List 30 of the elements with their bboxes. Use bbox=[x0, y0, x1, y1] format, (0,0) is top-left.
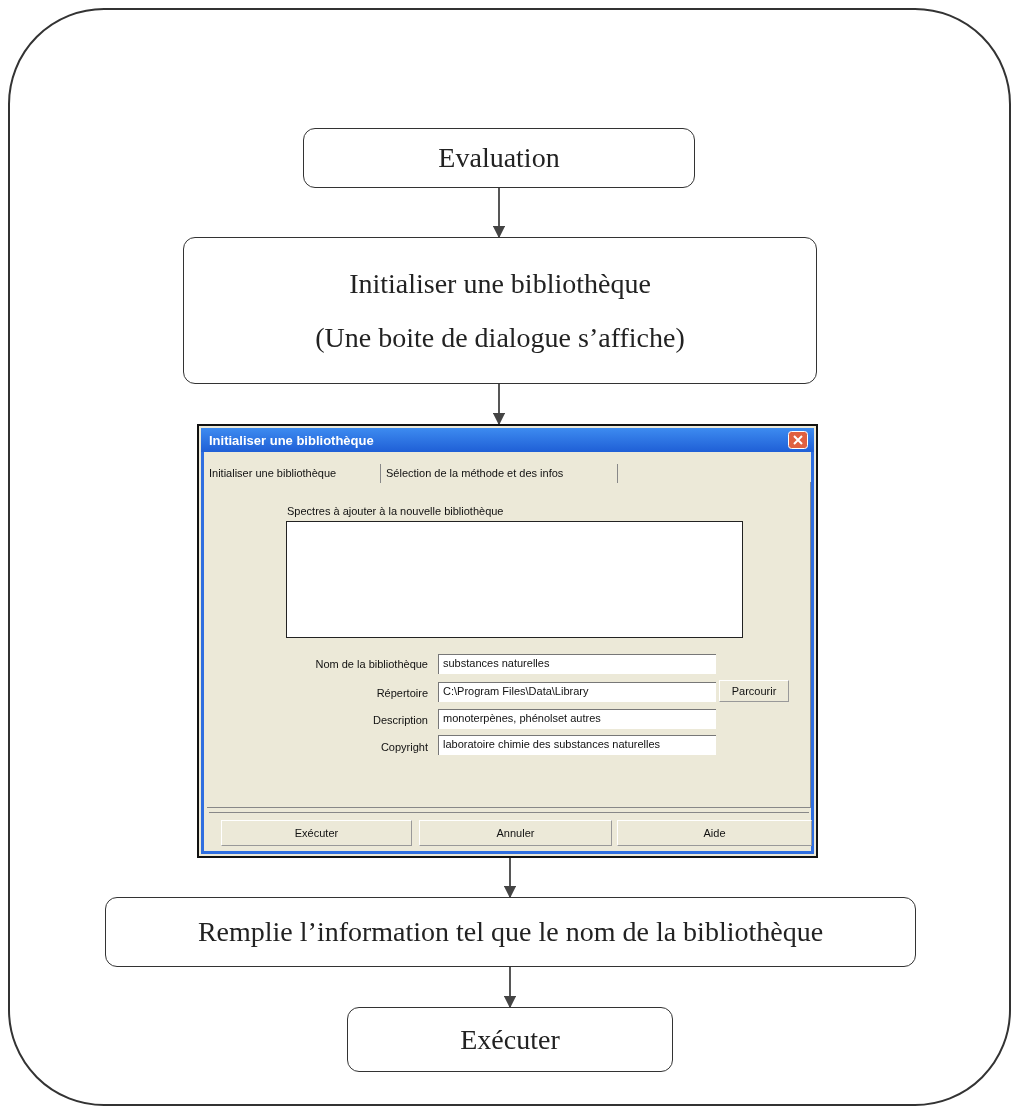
tab: Sélection de la méthode et des infos bbox=[382, 464, 618, 483]
arrow bbox=[492, 187, 506, 239]
tab: Initialiser une bibliothèque bbox=[205, 464, 381, 483]
box-text: Remplie l’information tel que le nom de la bibliothèque bbox=[197, 915, 824, 949]
field-label: Description bbox=[372, 715, 428, 726]
input-field: laboratoire chimie des substances naturelles bbox=[438, 735, 716, 755]
field-label: Nom de la bibliothèque bbox=[315, 659, 428, 670]
box-text: Exécuter bbox=[460, 1022, 560, 1057]
process-box bbox=[303, 128, 695, 188]
cancel-button: Annuler bbox=[419, 820, 612, 846]
process-box bbox=[105, 897, 916, 967]
input-field: substances naturelles bbox=[438, 654, 716, 674]
arrow bbox=[492, 383, 506, 426]
box-text: Initialiser une bibliothèque bbox=[349, 266, 651, 301]
input-field: C:\Program Files\Data\Library bbox=[438, 682, 716, 702]
execute-button: Exécuter bbox=[221, 820, 412, 846]
help-button: Aide bbox=[617, 820, 812, 846]
box-text: Evaluation bbox=[438, 141, 560, 175]
arrow bbox=[503, 857, 517, 899]
field-label: Répertoire bbox=[376, 688, 428, 699]
input-field: monoterpènes, phénolset autres bbox=[438, 709, 716, 729]
list-caption: Spectres à ajouter à la nouvelle bibliothèque bbox=[287, 506, 504, 517]
field-label: Copyright bbox=[380, 742, 428, 753]
dialog-window bbox=[197, 424, 818, 858]
process-box bbox=[347, 1007, 673, 1072]
browse-button: Parcourir bbox=[719, 680, 789, 702]
arrow bbox=[503, 966, 517, 1009]
process-box bbox=[183, 237, 817, 384]
box-text: (Une boite de dialogue s’affiche) bbox=[315, 320, 685, 355]
dialog-title: Initialiser une bibliothèque bbox=[209, 433, 374, 448]
